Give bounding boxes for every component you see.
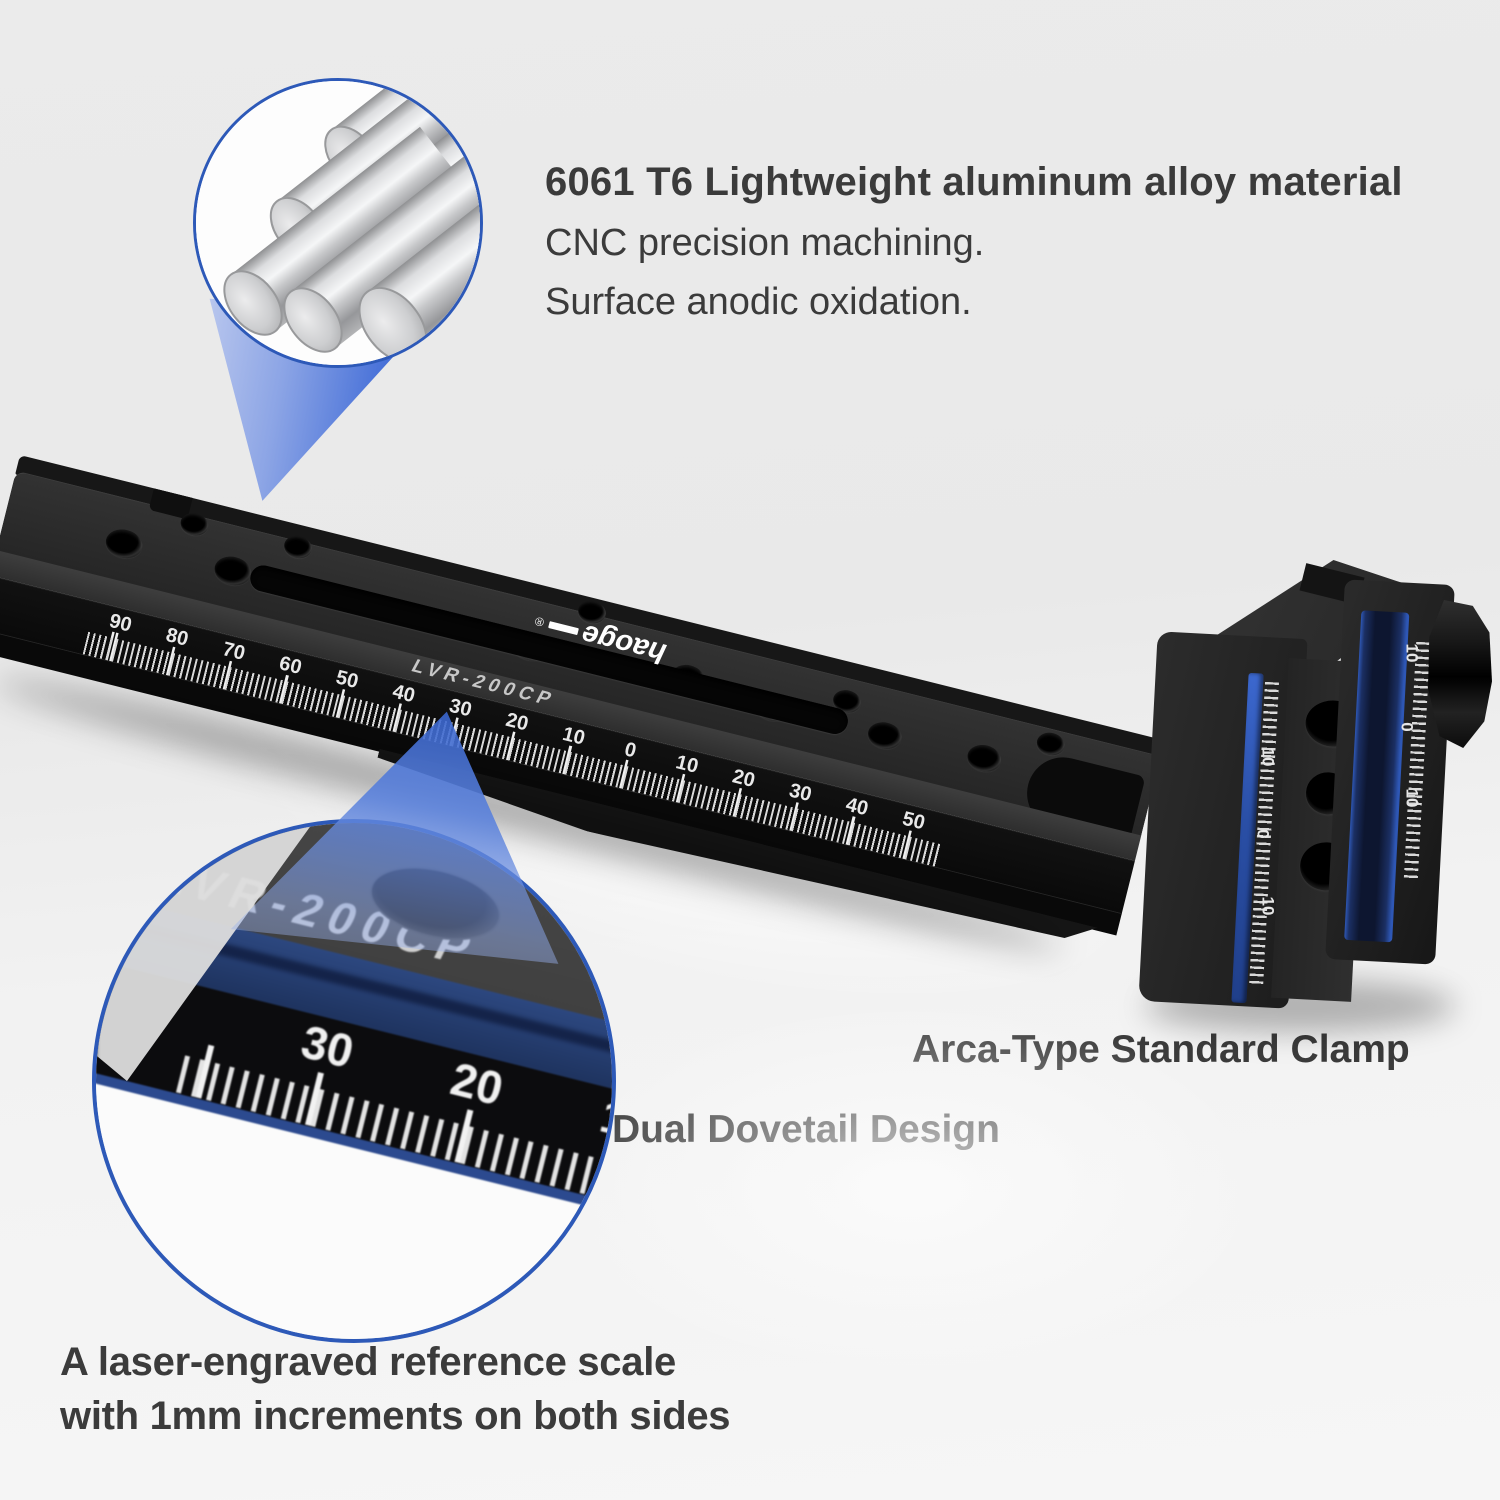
- arca-clamp: 10 0 10 10 0 10: [1130, 540, 1500, 1040]
- clamp-right-dovetail-channel: [1344, 610, 1410, 943]
- clamp-scale-number: 0: [1253, 829, 1273, 839]
- clamp-scale-number: 0: [1397, 722, 1417, 732]
- clamp-knob: [1428, 600, 1492, 748]
- label-scale-line2: with 1mm increments on both sides: [60, 1394, 731, 1438]
- registered-mark: ®: [533, 614, 546, 630]
- clamp-scale-number: 10: [1402, 643, 1422, 663]
- clamp-scale-number: 10: [1402, 788, 1422, 808]
- aluminum-rods-photo: [196, 81, 480, 365]
- label-scale-line1: A laser-engraved reference scale: [60, 1340, 676, 1384]
- label-dual-dovetail: Dual Dovetail Design: [612, 1108, 1000, 1151]
- material-line3: Surface anodic oxidation.: [545, 281, 972, 323]
- material-title: 6061 T6 Lightweight aluminum alloy mater…: [545, 160, 1403, 204]
- material-line2: CNC precision machining.: [545, 222, 985, 264]
- clamp-scale-number: 10: [1258, 896, 1278, 916]
- clamp-scale-number: 10: [1258, 747, 1278, 767]
- brand-logo-mark: [547, 621, 579, 636]
- magnifier-rods-circle: [193, 78, 483, 368]
